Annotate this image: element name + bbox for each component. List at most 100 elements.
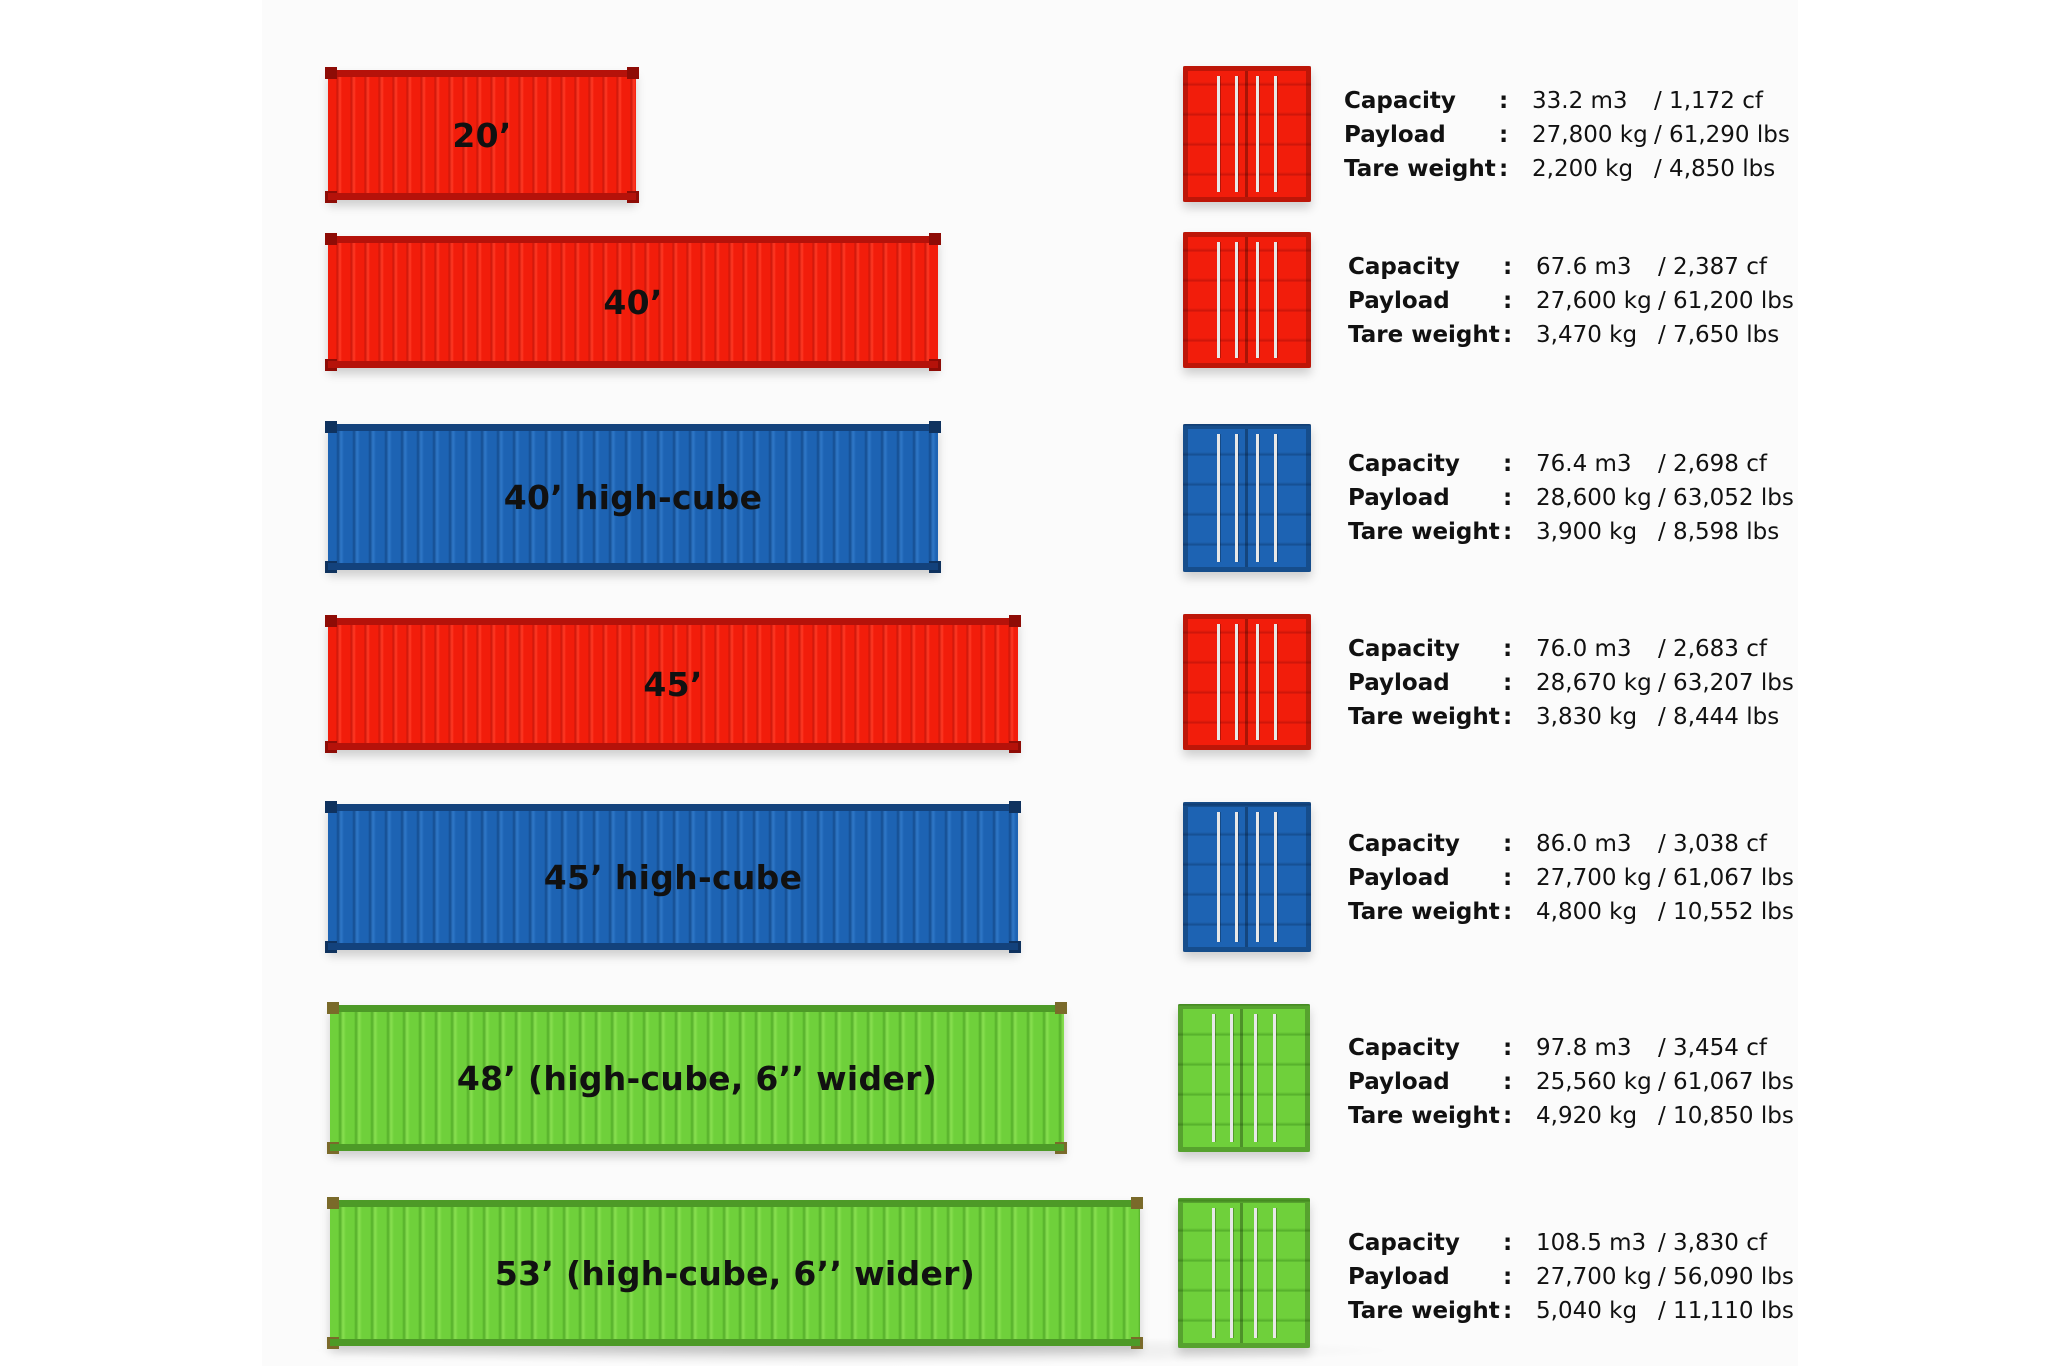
spec-label: Capacity <box>1348 636 1460 662</box>
spec-separator: : <box>1503 865 1513 891</box>
spec-imperial-value: / 8,444 lbs <box>1658 704 1780 730</box>
container-side-45ft-high-cube: 45’ high-cube <box>325 801 1021 953</box>
spec-label: Payload <box>1348 288 1450 314</box>
spec-separator: : <box>1503 704 1513 730</box>
container-label: 53’ (high-cube, 6’’ wider) <box>494 1253 976 1293</box>
spec-imperial-value: / 63,207 lbs <box>1658 670 1794 696</box>
spec-imperial-value: / 11,110 lbs <box>1658 1298 1794 1324</box>
spec-metric-value: 27,700 kg <box>1536 1264 1652 1290</box>
spec-separator: : <box>1499 88 1509 114</box>
spec-metric-value: 28,670 kg <box>1536 670 1652 696</box>
spec-label: Capacity <box>1348 831 1460 857</box>
spec-label: Capacity <box>1348 451 1460 477</box>
spec-label: Tare weight <box>1348 519 1500 545</box>
container-side-45ft: 45’ <box>325 615 1021 753</box>
spec-separator: : <box>1503 636 1513 662</box>
spec-label: Payload <box>1348 670 1450 696</box>
spec-label: Capacity <box>1348 254 1460 280</box>
container-label: 40’ high-cube <box>503 477 763 517</box>
spec-separator: : <box>1503 451 1513 477</box>
container-front-45ft-high-cube <box>1183 802 1311 952</box>
spec-label: Tare weight <box>1348 322 1500 348</box>
spec-separator: : <box>1503 831 1513 857</box>
spec-separator: : <box>1499 156 1509 182</box>
spec-imperial-value: / 4,850 lbs <box>1654 156 1776 182</box>
spec-label: Tare weight <box>1348 704 1500 730</box>
spec-imperial-value: / 61,200 lbs <box>1658 288 1794 314</box>
spec-label: Capacity <box>1348 1230 1460 1256</box>
container-side-20ft: 20’ <box>325 67 639 203</box>
spec-metric-value: 108.5 m3 <box>1536 1230 1647 1256</box>
spec-metric-value: 3,470 kg <box>1536 322 1638 348</box>
spec-label: Payload <box>1348 1069 1450 1095</box>
container-side-40ft-high-cube: 40’ high-cube <box>325 421 941 573</box>
spec-imperial-value: / 10,850 lbs <box>1658 1103 1794 1129</box>
spec-separator: : <box>1503 1230 1513 1256</box>
spec-imperial-value: / 3,830 cf <box>1658 1230 1767 1256</box>
spec-separator: : <box>1503 322 1513 348</box>
spec-metric-value: 27,700 kg <box>1536 865 1652 891</box>
spec-separator: : <box>1503 1035 1513 1061</box>
spec-imperial-value: / 10,552 lbs <box>1658 899 1794 925</box>
container-front-53ft <box>1178 1198 1310 1348</box>
spec-separator: : <box>1503 288 1513 314</box>
spec-imperial-value: / 8,598 lbs <box>1658 519 1780 545</box>
spec-metric-value: 97.8 m3 <box>1536 1035 1632 1061</box>
spec-separator: : <box>1503 1264 1513 1290</box>
container-label: 20’ <box>452 115 512 155</box>
spec-metric-value: 4,800 kg <box>1536 899 1638 925</box>
container-side-53ft: 53’ (high-cube, 6’’ wider) <box>327 1197 1143 1349</box>
spec-metric-value: 67.6 m3 <box>1536 254 1632 280</box>
spec-separator: : <box>1503 254 1513 280</box>
spec-metric-value: 25,560 kg <box>1536 1069 1652 1095</box>
spec-imperial-value: / 61,067 lbs <box>1658 1069 1794 1095</box>
container-label: 45’ high-cube <box>543 857 803 897</box>
container-front-48ft <box>1178 1004 1310 1152</box>
spec-imperial-value: / 2,698 cf <box>1658 451 1767 477</box>
container-label: 40’ <box>603 282 663 322</box>
spec-imperial-value: / 2,683 cf <box>1658 636 1767 662</box>
spec-separator: : <box>1503 899 1513 925</box>
spec-label: Payload <box>1344 122 1446 148</box>
spec-imperial-value: / 63,052 lbs <box>1658 485 1794 511</box>
spec-metric-value: 5,040 kg <box>1536 1298 1638 1324</box>
spec-label: Payload <box>1348 865 1450 891</box>
container-front-20ft <box>1183 66 1311 202</box>
spec-separator: : <box>1499 122 1509 148</box>
container-side-40ft: 40’ <box>325 233 941 371</box>
spec-metric-value: 27,600 kg <box>1536 288 1652 314</box>
container-label: 48’ (high-cube, 6’’ wider) <box>456 1058 938 1098</box>
spec-label: Payload <box>1348 1264 1450 1290</box>
spec-imperial-value: / 7,650 lbs <box>1658 322 1780 348</box>
spec-label: Capacity <box>1344 88 1456 114</box>
container-label: 45’ <box>643 664 703 704</box>
spec-metric-value: 3,900 kg <box>1536 519 1638 545</box>
spec-metric-value: 76.0 m3 <box>1536 636 1632 662</box>
spec-label: Tare weight <box>1348 1298 1500 1324</box>
spec-separator: : <box>1503 670 1513 696</box>
container-front-40ft-high-cube <box>1183 424 1311 572</box>
spec-separator: : <box>1503 1069 1513 1095</box>
spec-label: Payload <box>1348 485 1450 511</box>
spec-separator: : <box>1503 1298 1513 1324</box>
spec-separator: : <box>1503 1103 1513 1129</box>
spec-metric-value: 33.2 m3 <box>1532 88 1628 114</box>
container-side-48ft: 48’ (high-cube, 6’’ wider) <box>327 1002 1067 1154</box>
spec-metric-value: 28,600 kg <box>1536 485 1652 511</box>
container-front-40ft <box>1183 232 1311 368</box>
spec-metric-value: 3,830 kg <box>1536 704 1638 730</box>
spec-metric-value: 4,920 kg <box>1536 1103 1638 1129</box>
spec-label: Tare weight <box>1348 899 1500 925</box>
spec-label: Tare weight <box>1344 156 1496 182</box>
spec-imperial-value: / 61,067 lbs <box>1658 865 1794 891</box>
spec-imperial-value: / 2,387 cf <box>1658 254 1767 280</box>
spec-metric-value: 76.4 m3 <box>1536 451 1632 477</box>
spec-imperial-value: / 61,290 lbs <box>1654 122 1790 148</box>
spec-label: Capacity <box>1348 1035 1460 1061</box>
spec-imperial-value: / 3,038 cf <box>1658 831 1767 857</box>
spec-imperial-value: / 56,090 lbs <box>1658 1264 1794 1290</box>
spec-metric-value: 27,800 kg <box>1532 122 1648 148</box>
container-front-45ft <box>1183 614 1311 750</box>
spec-imperial-value: / 1,172 cf <box>1654 88 1763 114</box>
spec-metric-value: 2,200 kg <box>1532 156 1634 182</box>
